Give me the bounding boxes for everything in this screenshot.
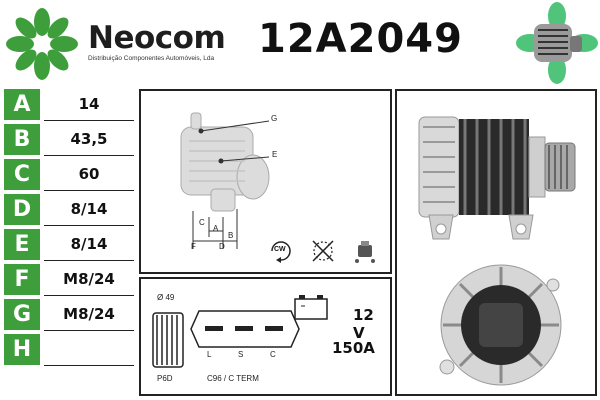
spec-row-g: G M8/24 (4, 299, 134, 332)
dimension-diagram-panel: G E C A B F D CW (139, 89, 392, 274)
plug-pin-s: S (238, 350, 244, 359)
diagram-label-a: A (213, 224, 219, 233)
spec-letter: B (4, 124, 40, 155)
spec-letter: C (4, 159, 40, 190)
pulley-type: P6D (157, 374, 173, 383)
spec-row-f: F M8/24 (4, 264, 134, 297)
spec-value: M8/24 (44, 299, 134, 331)
pulley-diameter: Ø 49 (157, 293, 175, 302)
spec-row-a: A 14 (4, 89, 134, 122)
diagram-label-f: F (191, 242, 196, 251)
amperage-value: 150A (332, 339, 375, 357)
spec-row-b: B 43,5 (4, 124, 134, 157)
alternator-thumbnail-icon (516, 2, 598, 84)
spec-row-e: E 8/14 (4, 229, 134, 262)
rotation-cw-icon (271, 241, 291, 263)
alternator-side-photo (418, 116, 576, 240)
spec-row-d: D 8/14 (4, 194, 134, 227)
rotation-label: CW (274, 246, 286, 253)
spec-value: 43,5 (44, 124, 134, 156)
spec-letter: H (4, 334, 40, 365)
alternator-rear-photo (439, 264, 562, 386)
spec-value: 8/14 (44, 194, 134, 226)
brand-name: Neocom (88, 20, 226, 56)
diagram-label-b: B (228, 231, 234, 240)
voltage-value: 12 V (353, 306, 374, 342)
electrical-spec-panel: Ø 49 P6D L S C C96 / C TERM 12 V 150A (139, 277, 392, 396)
spec-row-c: C 60 (4, 159, 134, 192)
diagram-label-g: G (271, 114, 278, 123)
diagram-label-e: E (272, 150, 278, 159)
connector-label: C96 / C TERM (207, 374, 259, 383)
no-wash-icon (312, 240, 334, 262)
alternator-line-drawing (180, 112, 270, 249)
connector-plug-icon (190, 310, 300, 348)
spec-value: 60 (44, 159, 134, 191)
spec-value: 8/14 (44, 229, 134, 261)
part-number: 12A2049 (258, 16, 463, 62)
diagram-label-c: C (199, 218, 205, 227)
spec-value: 14 (44, 89, 134, 121)
regulator-icon (355, 241, 375, 263)
product-photo-panel (395, 89, 597, 396)
pulley-icon (152, 312, 184, 368)
spec-letter: G (4, 299, 40, 330)
battery-icon (294, 295, 328, 320)
spec-letter: D (4, 194, 40, 225)
plug-pin-l: L (207, 350, 212, 359)
spec-letter: A (4, 89, 40, 120)
spec-value (44, 334, 134, 366)
spec-letter: E (4, 229, 40, 260)
diagram-label-d: D (219, 242, 225, 251)
spec-value: M8/24 (44, 264, 134, 296)
spec-letter: F (4, 264, 40, 295)
plug-pin-c: C (270, 350, 276, 359)
spec-row-h: H (4, 334, 134, 367)
logo-icon (6, 8, 78, 80)
brand-subtitle: Distribuição Componentes Automóveis, Lda (88, 55, 215, 62)
